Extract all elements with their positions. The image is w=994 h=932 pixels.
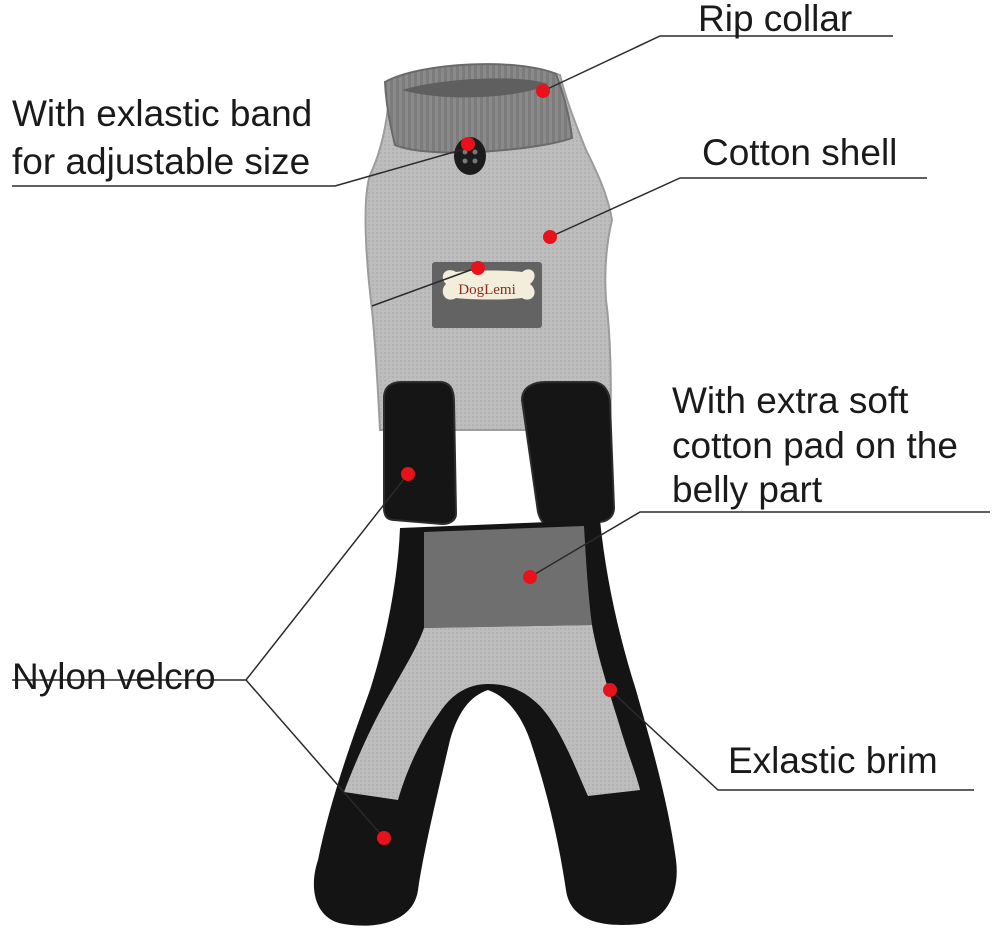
marker-belly-pad (523, 570, 537, 584)
marker-rip-collar (536, 84, 550, 98)
rip-collar (383, 63, 574, 154)
cotton-shell (364, 64, 614, 431)
callout-rip-collar: Rip collar (698, 0, 853, 39)
callout-cotton-pad-line2: cotton pad on the (672, 425, 958, 466)
callout-cotton-shell: Cotton shell (702, 132, 898, 173)
callout-cotton-pad-line1: With extra soft (672, 380, 909, 421)
callout-markers (377, 84, 617, 845)
callout-cotton-pad-line3: belly part (672, 469, 823, 510)
collar-inner (402, 78, 548, 98)
callout-elastic-brim: Exlastic brim (728, 740, 938, 781)
callout-elastic-band-line2: for adjustable size (12, 141, 311, 182)
brand-patch-text: DogLemi (458, 282, 516, 298)
marker-cotton-shell (543, 230, 557, 244)
velcro-panel-left (383, 381, 458, 526)
marker-brand-patch (471, 261, 485, 275)
brand-patch: DogLemi (432, 262, 542, 328)
leader-lines (12, 35, 990, 839)
cotton-belly-pad (424, 526, 592, 628)
marker-elastic-brim (603, 683, 617, 697)
velcro-panel-right (520, 381, 616, 528)
marker-elastic-band (461, 137, 475, 151)
callout-nylon-velcro: Nylon velcro (12, 656, 216, 697)
marker-velcro-panel (401, 467, 415, 481)
leg-fabric (344, 625, 640, 800)
callout-elastic-band-line1: With exlastic band (12, 93, 313, 134)
marker-velcro-foot (377, 831, 391, 845)
